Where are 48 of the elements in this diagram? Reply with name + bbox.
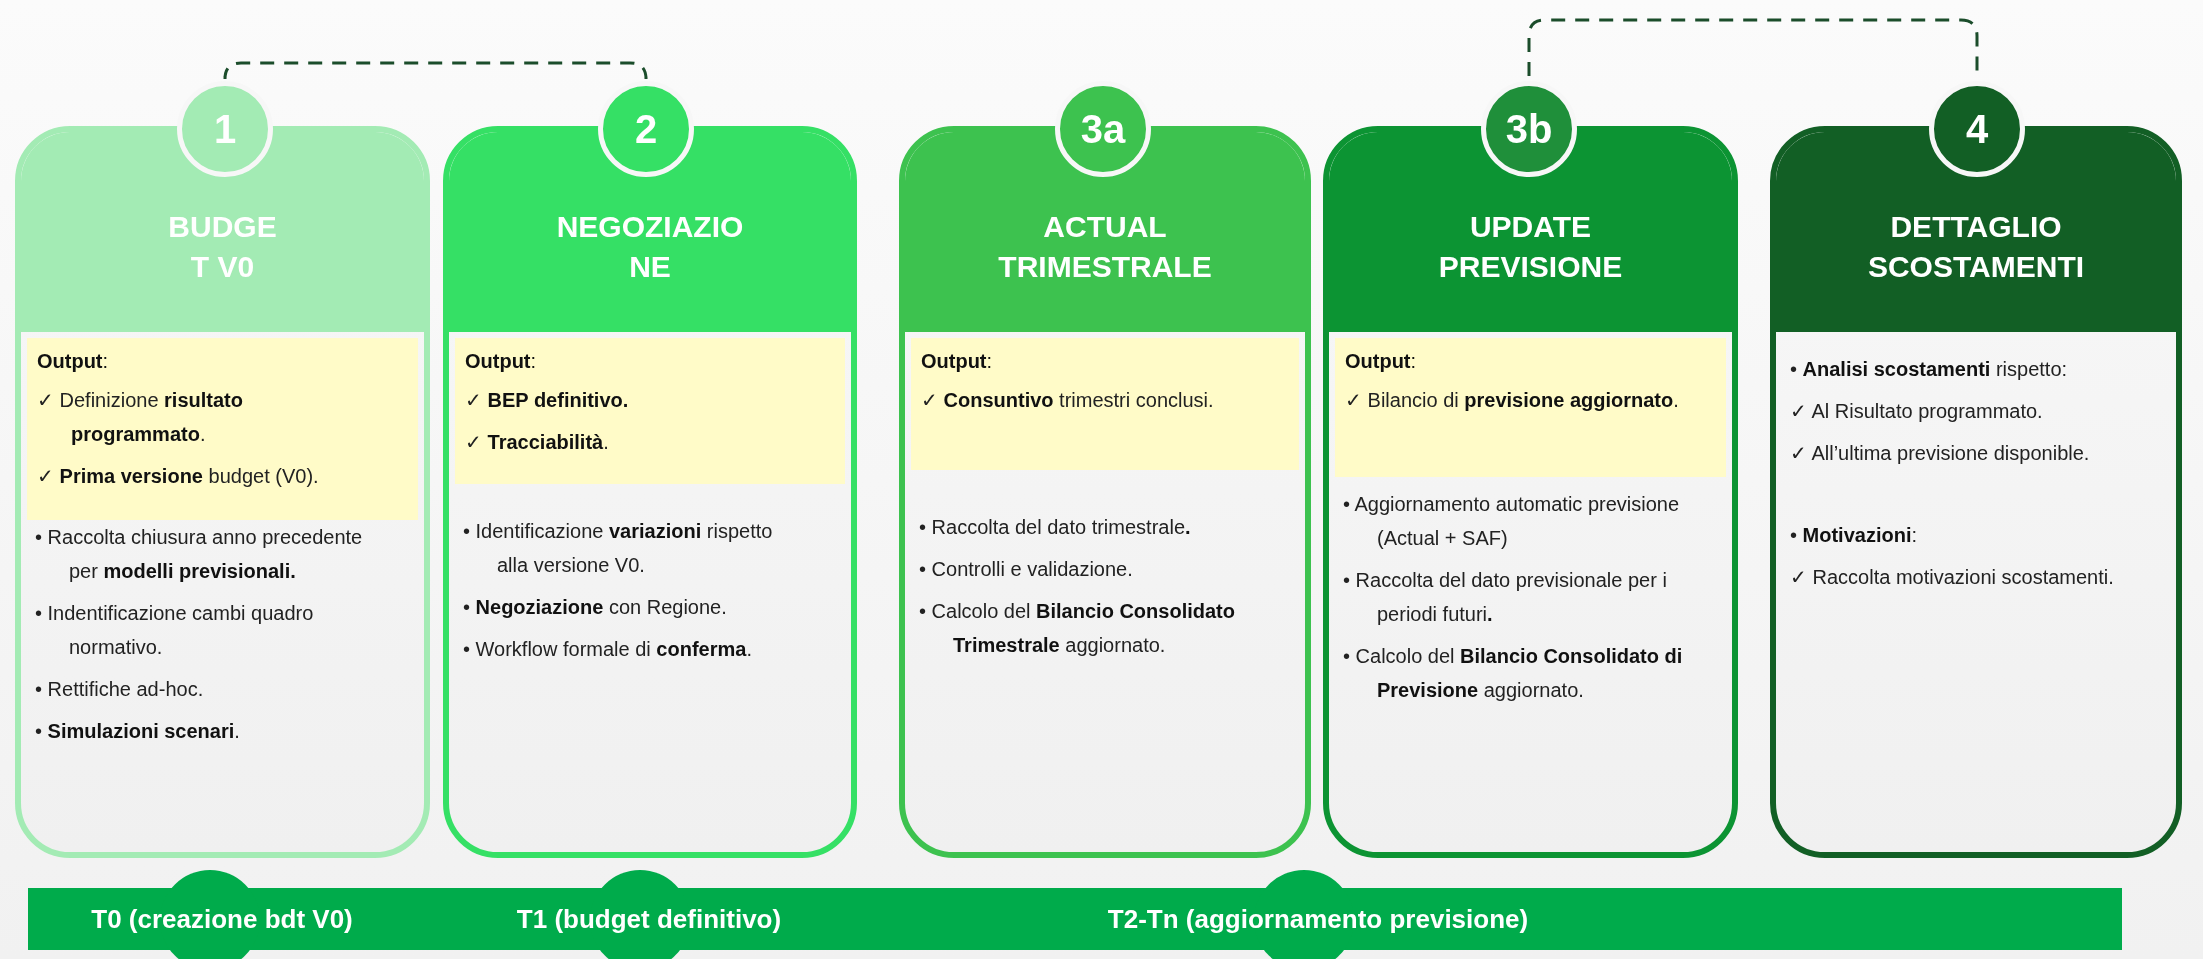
output-panel <box>455 338 845 484</box>
timeline-label: T0 (creazione bdt V0) <box>91 903 353 935</box>
list-item: ✓ Definizione risultato programmato. <box>37 388 244 447</box>
list-item: • Calcolo del Bilancio Consolidato di Previsione aggiornato. <box>1343 644 1684 703</box>
card-title: DETTAGLIO SCOSTAMENTI <box>1866 209 2086 285</box>
step-number: 2 <box>634 106 658 152</box>
list-item: • Workflow formale di conferma. <box>463 637 753 662</box>
list-item: • Negoziazione con Regione. <box>463 595 728 620</box>
list-item: ✓ Raccolta motivazioni scostamenti. <box>1790 565 2115 590</box>
timeline-label: T2-Tn (aggiornamento previsione) <box>1107 903 1529 935</box>
output-heading: Output: <box>921 350 994 373</box>
output-panel <box>911 338 1299 470</box>
timeline-label: T1 (budget definitivo) <box>516 903 782 935</box>
list-item: • Identificazione variazioni rispetto alla versione V0. <box>463 519 774 578</box>
timeline-bar <box>28 870 2122 959</box>
list-item: • Aggiornamento automatic previsione (Actual + SAF) <box>1343 492 1681 551</box>
list-item: ✓ Prima versione budget (V0). <box>37 464 320 489</box>
list-item: • Raccolta del dato previsionale per i periodi futuri. <box>1343 568 1668 627</box>
step-number: 1 <box>213 106 237 152</box>
list-item: ✓ Al Risultato programmato. <box>1790 399 2044 424</box>
list-item: • Calcolo del Bilancio Consolidato Trimestrale aggiornato. <box>919 599 1236 658</box>
card-title: UPDATE PREVISIONE <box>1437 209 1624 285</box>
card-title: ACTUAL TRIMESTRALE <box>997 209 1213 285</box>
output-heading: Output: <box>1345 350 1418 373</box>
list-item: ✓ All’ultima previsione disponible. <box>1790 441 2091 466</box>
list-item: • Raccolta del dato trimestrale. <box>919 515 1192 540</box>
output-panel <box>1335 338 1726 477</box>
list-item: • Raccolta chiusura anno precedente per modelli previsionali. <box>35 525 364 584</box>
dashed-connector <box>223 61 648 81</box>
card-title: NEGOZIAZIO NE <box>555 209 745 285</box>
list-item: • Indentificazione cambi quadro normativo. <box>35 601 315 660</box>
list-item: • Analisi scostamenti rispetto: <box>1790 357 2069 382</box>
list-item: ✓ Bilancio di previsione aggiornato. <box>1345 388 1680 413</box>
list-item: ✓ Tracciabilità. <box>465 430 610 455</box>
list-item: ✓ BEP definitivo. <box>465 388 630 413</box>
step-number: 4 <box>1965 106 1989 152</box>
list-item: • Rettifiche ad-hoc. <box>35 677 205 702</box>
list-item: • Controlli e validazione. <box>919 557 1134 582</box>
step-number: 3a <box>1080 106 1126 152</box>
output-heading: Output: <box>465 350 538 373</box>
list-item: • Motivazioni: <box>1790 523 1918 548</box>
list-item: ✓ Consuntivo trimestri conclusi. <box>921 388 1215 413</box>
output-heading: Output: <box>37 350 110 373</box>
output-panel <box>27 338 418 520</box>
dashed-connector <box>1527 18 1979 76</box>
step-number: 3b <box>1505 106 1553 152</box>
list-item: • Simulazioni scenari. <box>35 719 241 744</box>
card-title: BUDGE T V0 <box>167 209 278 285</box>
